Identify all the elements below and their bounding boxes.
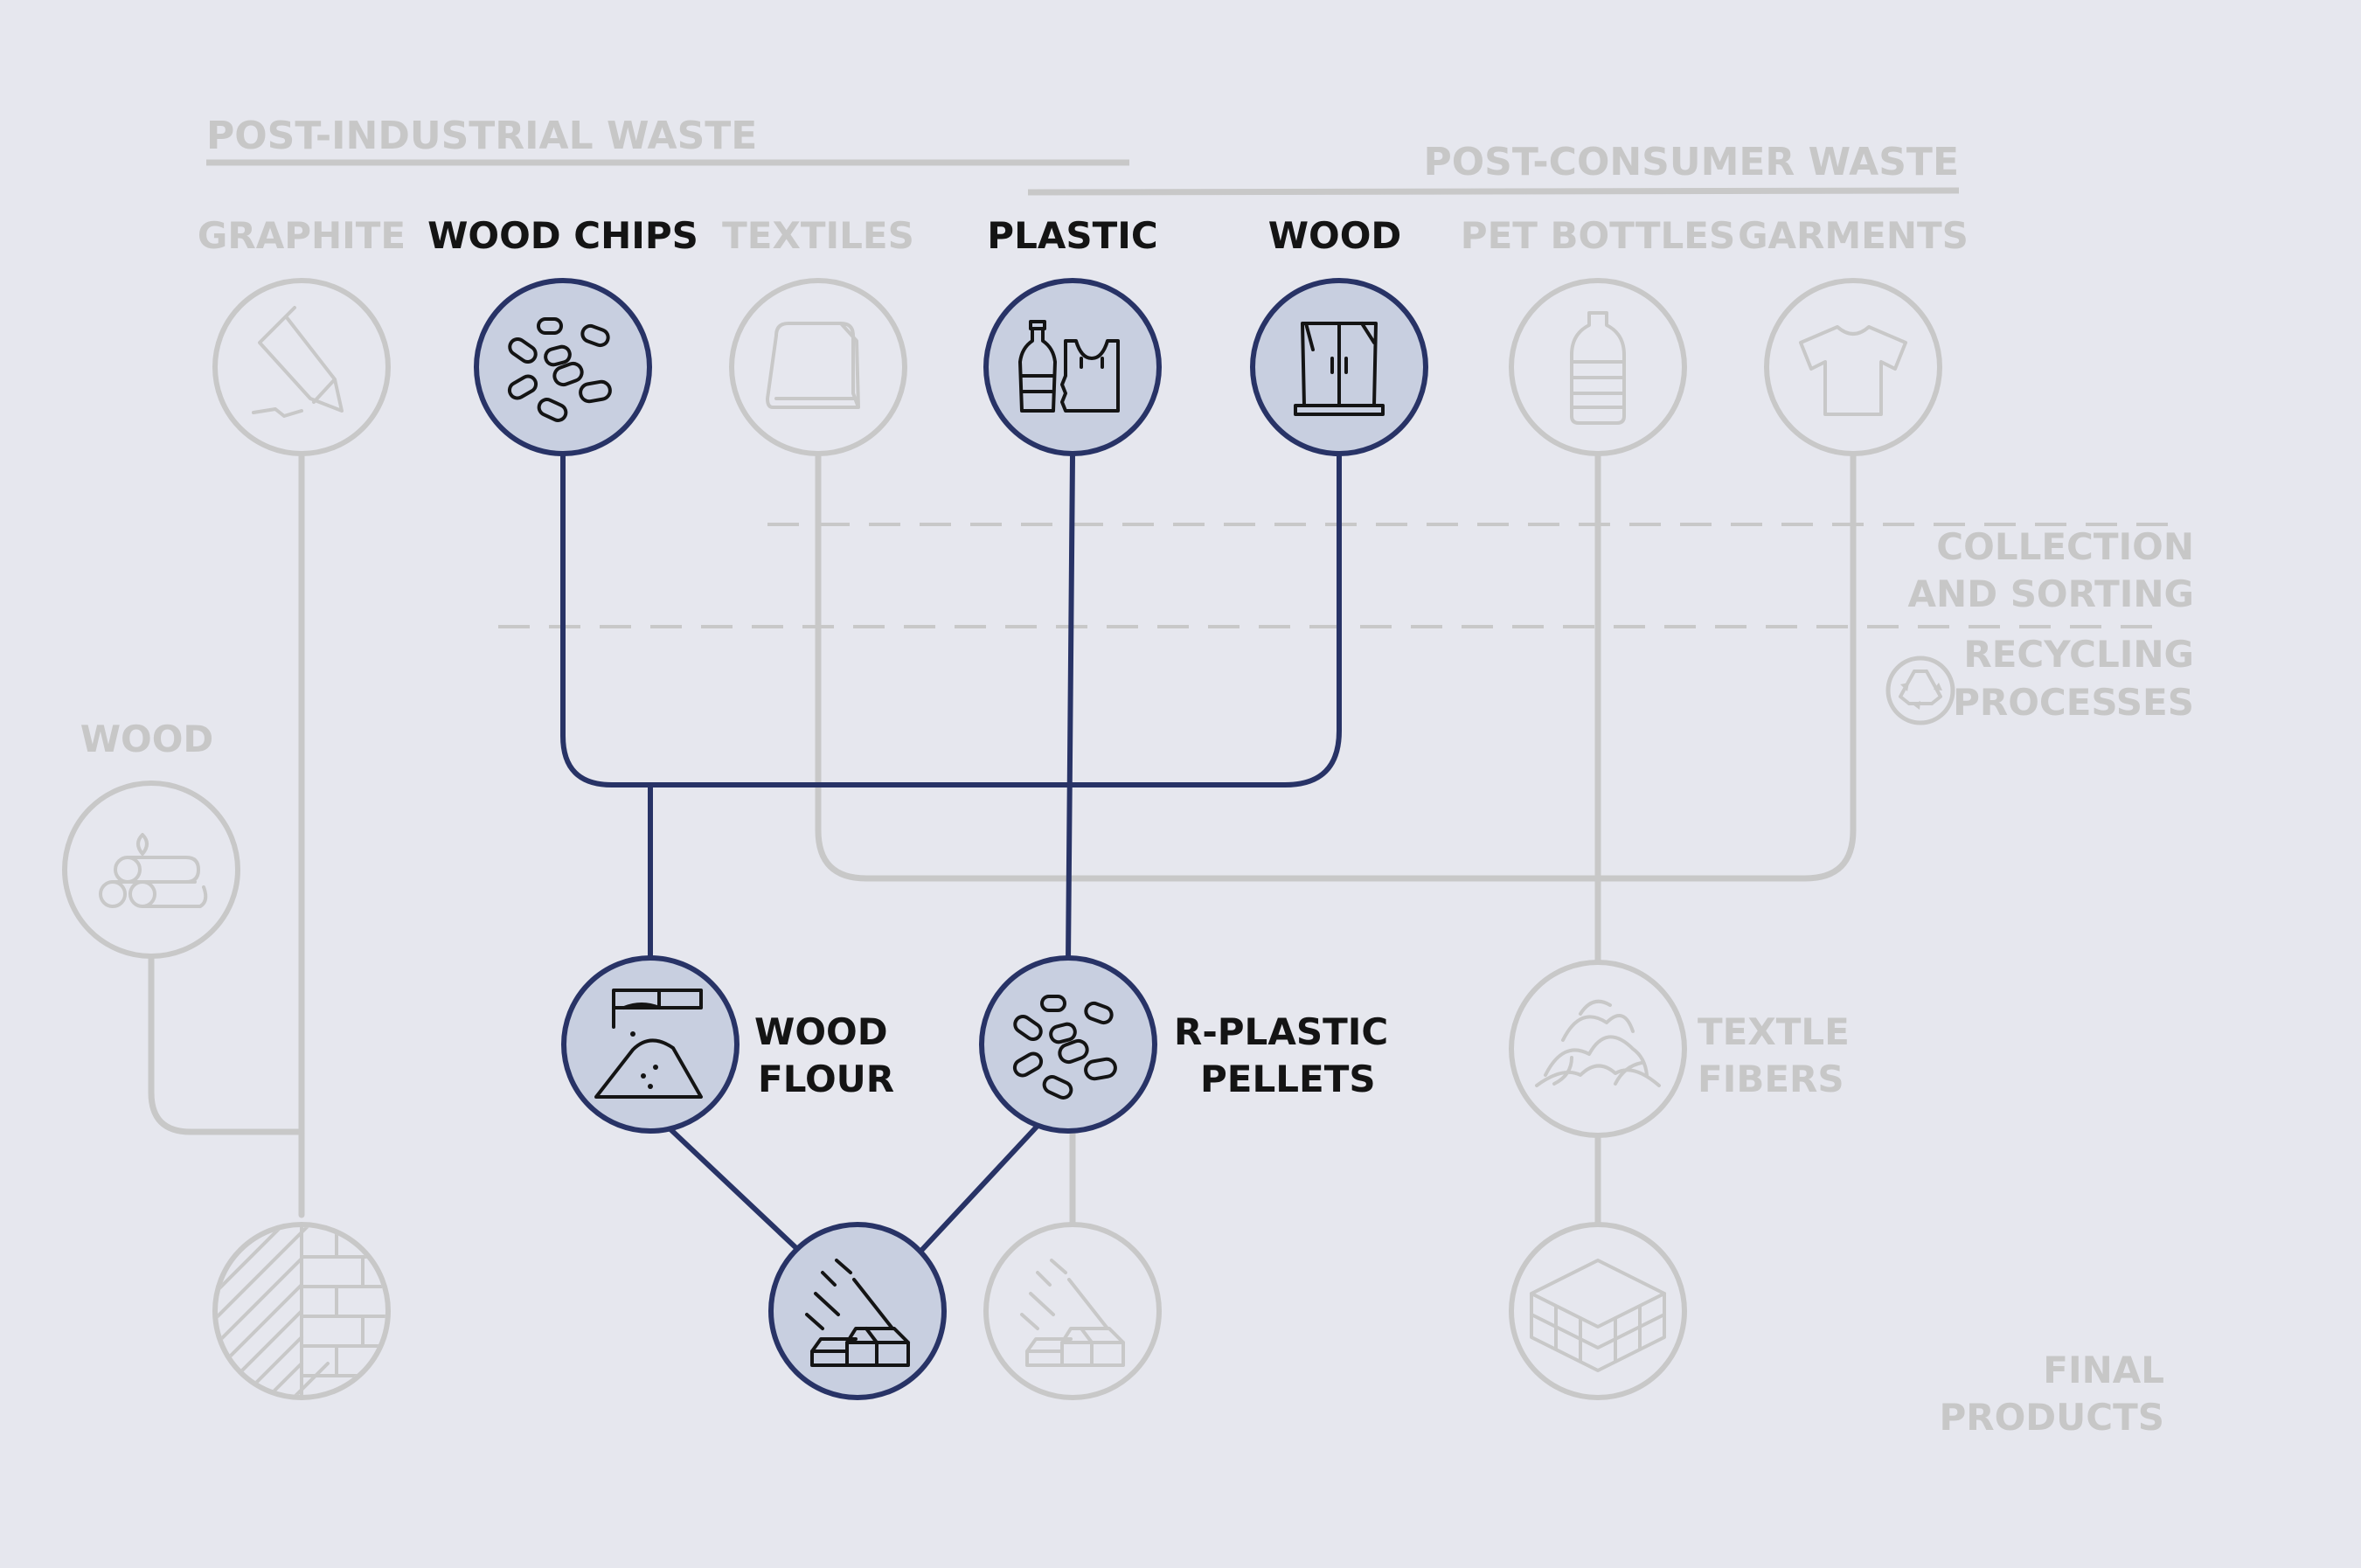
tshirt-icon (1799, 325, 1907, 416)
textiles-garments-line (815, 447, 1857, 882)
parquet-icon (218, 1227, 385, 1395)
post-consumer-bracket (1027, 187, 1960, 196)
label-wood: WOOD (1268, 214, 1402, 257)
stage-collection-line1: COLLECTION (1936, 525, 2194, 568)
recycle-icon (1885, 656, 1955, 725)
node-textile-fibers (1509, 960, 1687, 1138)
stage-recycling-line2: PROCESSES (1953, 681, 2194, 724)
node-wood (1250, 278, 1428, 456)
stage-separators (498, 523, 2168, 628)
node-garments (1764, 278, 1942, 456)
label-rplastic-line2: PELLETS (1200, 1058, 1376, 1100)
node-rplastic-pellets (979, 955, 1157, 1134)
pellets-icon (507, 317, 612, 422)
node-composite-inactive (983, 1222, 1162, 1400)
cabinet-icon (1294, 322, 1385, 416)
layered-panel-icon (1530, 1259, 1666, 1372)
label-graphite: GRAPHITE (198, 214, 406, 257)
label-textiles: TEXTILES (722, 214, 914, 257)
bottle-bag-icon (1018, 320, 1120, 413)
decking-boards-icon (1020, 1259, 1125, 1367)
flour-to-composite-line (669, 1127, 799, 1251)
label-wood-flour-line2: FLOUR (758, 1058, 894, 1100)
decking-boards-icon (805, 1259, 910, 1367)
category-post-industrial: POST-INDUSTRIAL WASTE (206, 114, 757, 158)
plastic-line (1066, 454, 1075, 964)
label-pet-bottles: PET BOTTLES (1461, 214, 1735, 257)
label-textile-line1: TEXTLE (1698, 1010, 1850, 1053)
saw-powder-icon (594, 989, 703, 1099)
pellets-icon (1012, 995, 1117, 1100)
node-composite-active (768, 1222, 947, 1400)
fibers-icon (1535, 999, 1661, 1087)
wood-merge-line (560, 454, 1342, 787)
pellets-to-composite-line (916, 1123, 1040, 1256)
node-panel (1509, 1222, 1687, 1400)
label-wood-flour-line1: WOOD (754, 1010, 888, 1053)
label-wood-chips: WOOD CHIPS (427, 214, 698, 257)
node-pet-bottles (1509, 278, 1687, 456)
stage-final-line1: FINAL (2043, 1349, 2164, 1391)
node-plastic (983, 278, 1162, 456)
category-headers: POST-INDUSTRIAL WASTE POST-CONSUMER WAST… (206, 114, 1960, 196)
label-side-wood: WOOD (80, 718, 214, 760)
label-textile-line2: FIBERS (1698, 1058, 1844, 1100)
label-rplastic-line1: R-PLASTIC (1174, 1010, 1388, 1053)
node-wood-chips (474, 278, 652, 456)
active-connections (560, 454, 1342, 1256)
stage-labels: COLLECTION AND SORTING RECYCLING PROCESS… (1885, 525, 2194, 1439)
node-graphite (212, 278, 391, 456)
stage-recycling-line1: RECYCLING (1963, 633, 2194, 676)
node-parquet (212, 1222, 391, 1400)
logs-icon (99, 833, 208, 908)
node-textiles (729, 278, 907, 456)
category-post-consumer: POST-CONSUMER WASTE (1424, 140, 1960, 184)
side-wood-line (148, 954, 305, 1135)
fabric-roll-icon (766, 322, 860, 409)
source-labels: GRAPHITE WOOD CHIPS TEXTILES PLASTIC WOO… (198, 214, 1969, 257)
stage-final-line2: PRODUCTS (1939, 1396, 2164, 1439)
stage-collection-line2: AND SORTING (1908, 572, 2194, 615)
label-plastic: PLASTIC (987, 214, 1157, 257)
node-wood-flour (561, 955, 740, 1134)
label-garments: GARMENTS (1738, 214, 1969, 257)
bottle-icon (1570, 311, 1626, 425)
node-side-wood (62, 781, 240, 959)
pencil-icon (252, 306, 344, 418)
